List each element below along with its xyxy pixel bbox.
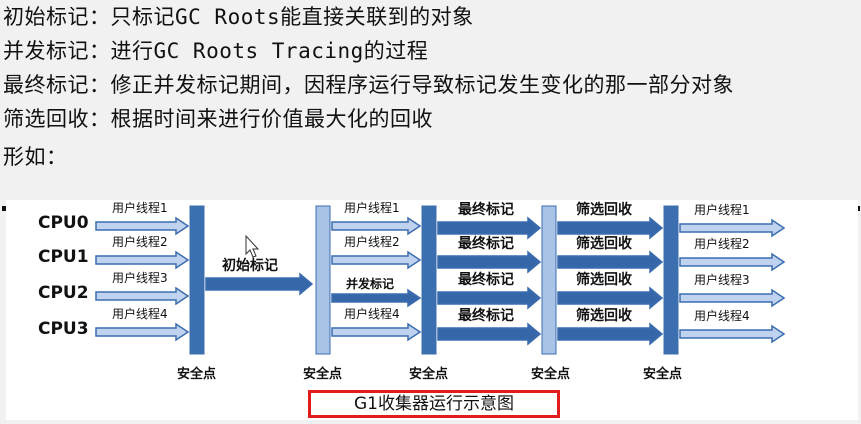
final-mark-label-3: 最终标记 <box>458 307 514 324</box>
user-thread-end-arrow-3 <box>679 324 786 344</box>
cpu-label-2: CPU2 <box>38 283 89 303</box>
safepoint-label-1: 安全点 <box>303 366 342 382</box>
resize-handle-top-left[interactable] <box>2 206 7 211</box>
filter-recycle-arrow-0 <box>557 216 664 240</box>
line-filter-recycle: 筛选回收：根据时间来进行价值最大化的回收 <box>3 107 433 131</box>
safepoint-label-2: 安全点 <box>409 366 448 382</box>
concurrent-mark-label: 并发标记 <box>346 276 394 291</box>
user-thread-mid-arrow-3 <box>331 322 422 342</box>
filter-recycle-arrow-3 <box>557 322 664 346</box>
initial-mark-label: 初始标记 <box>222 257 278 274</box>
user-thread-arrow-2 <box>95 286 190 306</box>
final-mark-arrow-3 <box>437 322 542 346</box>
filter-recycle-arrow-2 <box>557 286 664 310</box>
mouse-cursor-icon <box>245 234 260 258</box>
user-thread-mid-arrow-0 <box>331 216 422 236</box>
final-mark-label-1: 最终标记 <box>458 235 514 252</box>
user-thread-end-arrow-0 <box>679 218 786 238</box>
user-thread-label-0: 用户线程1 <box>112 200 168 215</box>
cpu-label-3: CPU3 <box>38 319 89 339</box>
cpu-label-1: CPU1 <box>38 247 89 267</box>
safepoint-bar-3 <box>421 205 437 355</box>
line-final-mark: 最终标记：修正并发标记期间，因程序运行导致标记发生变化的那一部分对象 <box>3 73 734 97</box>
user-thread-end-arrow-1 <box>679 252 786 272</box>
final-mark-arrow-0 <box>437 216 542 240</box>
final-mark-arrow-1 <box>437 250 542 274</box>
filter-recycle-label-1: 筛选回收 <box>576 235 633 252</box>
user-thread-mid-label-1: 用户线程2 <box>344 234 400 249</box>
safepoint-bar-1 <box>189 205 205 355</box>
line-initial-mark: 初始标记：只标记GC Roots能直接关联到的对象 <box>3 5 474 29</box>
cpu-label-0: CPU0 <box>38 213 89 233</box>
safepoint-label-3: 安全点 <box>531 366 570 382</box>
user-thread-arrow-0 <box>95 216 190 236</box>
safepoint-bar-4 <box>541 205 557 355</box>
diagram-caption: G1收集器运行示意图 <box>308 390 560 418</box>
user-thread-label-2: 用户线程3 <box>112 270 168 285</box>
user-thread-mid-arrow-1 <box>331 250 422 270</box>
user-thread-mid-label-0: 用户线程1 <box>344 200 400 215</box>
user-thread-arrow-3 <box>95 322 190 342</box>
user-thread-end-label-3: 用户线程4 <box>694 308 750 323</box>
user-thread-end-label-0: 用户线程1 <box>694 202 750 217</box>
filter-recycle-label-2: 筛选回收 <box>576 271 633 288</box>
initial-mark-arrow <box>205 272 314 296</box>
user-thread-end-label-2: 用户线程3 <box>694 272 750 287</box>
user-thread-arrow-1 <box>95 250 190 270</box>
filter-recycle-label-3: 筛选回收 <box>576 307 633 324</box>
concurrent-mark-arrow <box>331 288 422 308</box>
line-concurrent-mark: 并发标记：进行GC Roots Tracing的过程 <box>3 39 429 63</box>
safepoint-label-4: 安全点 <box>643 366 682 382</box>
safepoint-bar-5 <box>663 205 679 355</box>
user-thread-end-label-1: 用户线程2 <box>694 236 750 251</box>
user-thread-label-3: 用户线程4 <box>112 306 168 321</box>
user-thread-label-1: 用户线程2 <box>112 234 168 249</box>
filter-recycle-arrow-1 <box>557 250 664 274</box>
line-such-as: 形如： <box>3 145 68 169</box>
final-mark-label-0: 最终标记 <box>458 201 514 218</box>
safepoint-bar-2 <box>315 205 331 355</box>
final-mark-arrow-2 <box>437 286 542 310</box>
safepoint-label-0: 安全点 <box>177 366 216 382</box>
user-thread-mid-label-3: 用户线程4 <box>344 306 400 321</box>
final-mark-label-2: 最终标记 <box>458 271 514 288</box>
user-thread-end-arrow-2 <box>679 288 786 308</box>
filter-recycle-label-0: 筛选回收 <box>576 201 633 218</box>
